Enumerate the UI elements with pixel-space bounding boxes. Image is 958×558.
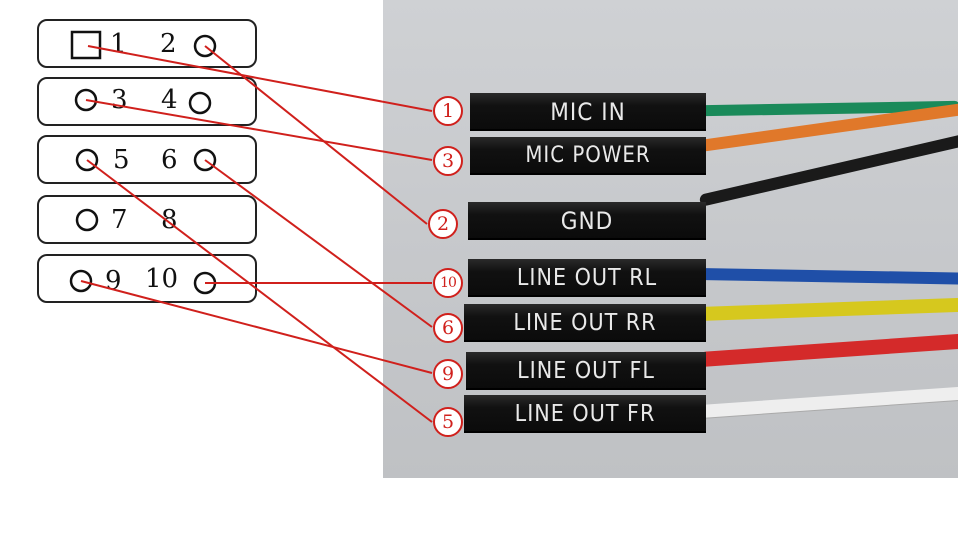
ref-label-10: 10 (433, 268, 463, 298)
pin-1-square-icon (70, 30, 102, 60)
ref-label-9: 9 (433, 359, 463, 389)
line-pin2-to-gnd (204, 45, 428, 225)
pin-row-1-2 (37, 19, 257, 68)
pin-number-5: 5 (113, 145, 130, 175)
pin-row-9-10 (37, 254, 257, 303)
pin-row-3-4 (37, 77, 257, 126)
line-pin9-to-lineoutfl (80, 280, 433, 374)
pin-row-5-6 (37, 135, 257, 184)
line-pin3-to-micpower (85, 99, 433, 161)
ref-label-2: 2 (428, 209, 458, 239)
pin-row-7-8 (37, 195, 257, 244)
pin-6-circle-icon (193, 148, 217, 172)
line-pin5-to-lineoutfr (86, 159, 433, 423)
pin-5-circle-icon (75, 148, 99, 172)
connector-line-out-rl: LINE OUT RL (468, 259, 706, 297)
ref-label-1: 1 (433, 96, 463, 126)
pin-7-circle-icon (75, 208, 99, 232)
pin-3-circle-icon (74, 88, 98, 112)
ref-label-5: 5 (433, 407, 463, 437)
pin-9-circle-icon (69, 269, 93, 293)
connector-line-out-rr: LINE OUT RR (464, 304, 706, 342)
pin-number-4: 4 (161, 85, 178, 115)
pin-number-2: 2 (160, 29, 177, 59)
connector-mic-in: MIC IN (470, 93, 706, 131)
pin-2-circle-icon (193, 34, 217, 58)
ref-label-6: 6 (433, 313, 463, 343)
line-pin6-to-lineoutrr (204, 159, 433, 328)
connector-mic-power: MIC POWER (470, 137, 706, 175)
ref-label-3: 3 (433, 146, 463, 176)
connector-gnd: GND (468, 202, 706, 240)
line-pin1-to-micin (87, 45, 433, 112)
pin-number-7: 7 (111, 205, 128, 235)
connector-line-out-fr: LINE OUT FR (464, 395, 706, 433)
pin-number-10: 10 (145, 264, 179, 294)
pin-4-circle-icon (188, 91, 212, 115)
connector-line-out-fl: LINE OUT FL (466, 352, 706, 390)
pin-number-6: 6 (161, 145, 178, 175)
